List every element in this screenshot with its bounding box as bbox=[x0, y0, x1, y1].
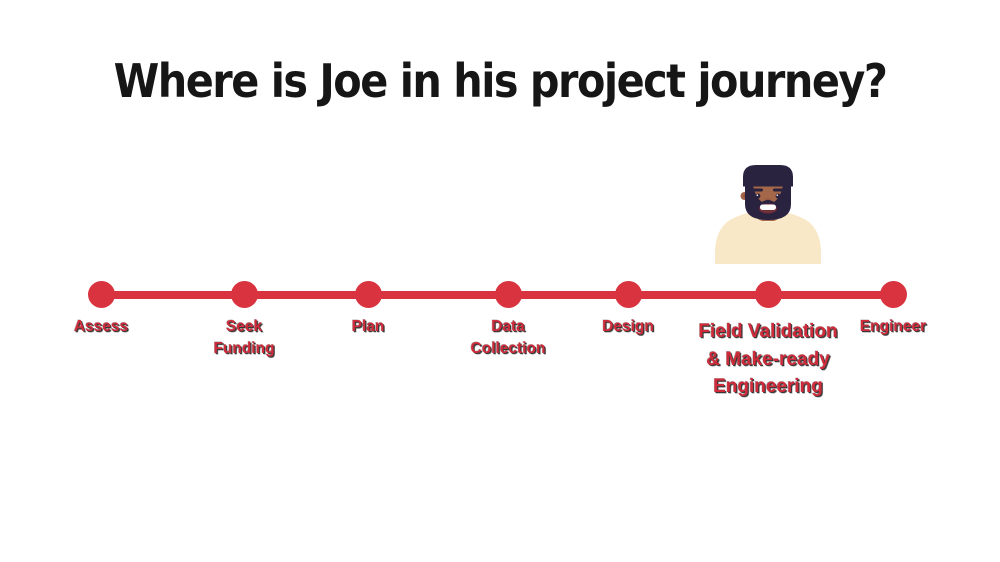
timeline-dot-assess bbox=[88, 281, 115, 308]
timeline-step-label-line: Engineering bbox=[713, 376, 823, 398]
timeline-step-label-plan: Plan bbox=[258, 316, 478, 338]
avatar-beard bbox=[745, 185, 791, 220]
avatar-eye-glint-left bbox=[756, 194, 759, 196]
timeline-step-label-line: Funding bbox=[213, 340, 275, 357]
timeline-dot-design bbox=[615, 281, 642, 308]
avatar-eyebrow-left bbox=[752, 188, 763, 192]
timeline-step-label-assess: Assess bbox=[0, 316, 211, 338]
avatar-shirt bbox=[715, 211, 821, 264]
joe-avatar bbox=[715, 165, 821, 264]
timeline-dot-data-collection bbox=[495, 281, 522, 308]
timeline-dot-seek-funding bbox=[231, 281, 258, 308]
timeline-step-label-line: Assess bbox=[73, 318, 129, 335]
timeline-step-label-line: Data bbox=[491, 318, 525, 335]
avatar-eye-glint-right bbox=[776, 194, 779, 196]
timeline-step-label-engineer: Engineer bbox=[783, 316, 1000, 338]
page-title: Where is Joe in his project journey? bbox=[113, 54, 888, 108]
timeline-step-label-line: Plan bbox=[351, 318, 385, 335]
avatar-teeth bbox=[760, 204, 776, 210]
timeline-step-label-line: Engineer bbox=[859, 318, 927, 335]
timeline-dot-plan bbox=[355, 281, 382, 308]
timeline-step-label-line: Field Validation bbox=[698, 321, 838, 342]
timeline-dot-engineer bbox=[880, 281, 907, 308]
timeline-step-label-line: & Make-ready bbox=[706, 348, 830, 370]
avatar-eyebrow-right bbox=[773, 188, 784, 192]
timeline-dot-field-validation bbox=[755, 281, 782, 308]
timeline-step-label-line: Design bbox=[602, 318, 654, 335]
timeline-step-label-line: Seek bbox=[225, 318, 263, 335]
timeline-step-label-line: Collection bbox=[470, 340, 546, 357]
timeline-step-label-design: Design bbox=[518, 316, 738, 338]
avatar-nose bbox=[765, 198, 771, 201]
avatar-hair bbox=[743, 165, 793, 187]
